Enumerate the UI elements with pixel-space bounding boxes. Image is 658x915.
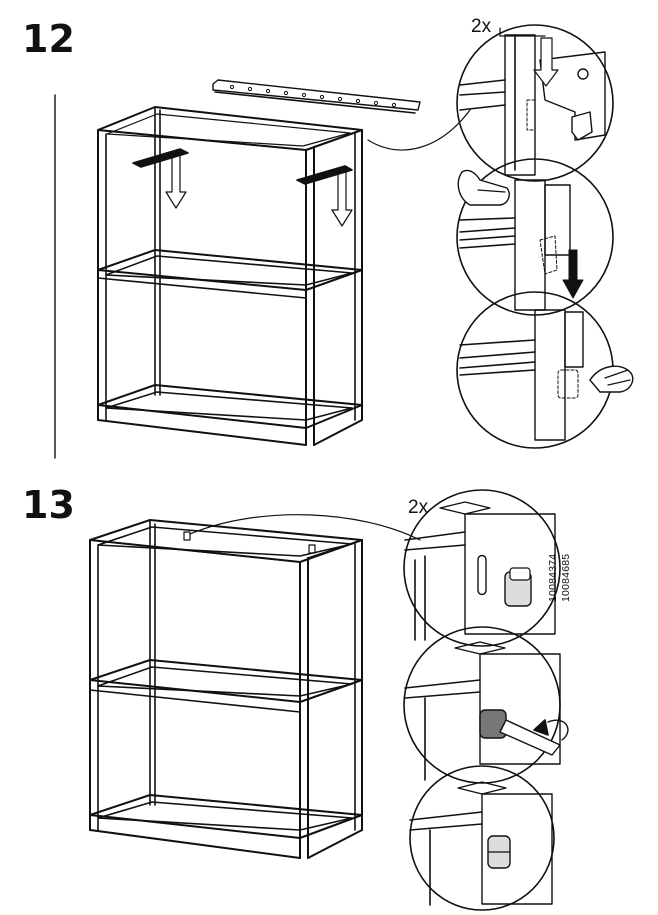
step-12-quantity-label: 2x: [471, 16, 492, 37]
step-12-detail-2: [456, 158, 614, 316]
step-12-frame: [97, 79, 471, 446]
step-13-detail-2: [403, 626, 569, 784]
step-13-detail-1: [403, 489, 561, 647]
step-12-number: 12: [22, 17, 75, 61]
step-12-detail-3: [456, 291, 634, 449]
step-13-number: 13: [22, 483, 75, 527]
step-13-frame: [89, 514, 421, 859]
step-13-quantity-label: 2x: [408, 497, 429, 518]
step-12-detail-1: [456, 24, 614, 182]
step-13-detail-3: [409, 765, 555, 911]
